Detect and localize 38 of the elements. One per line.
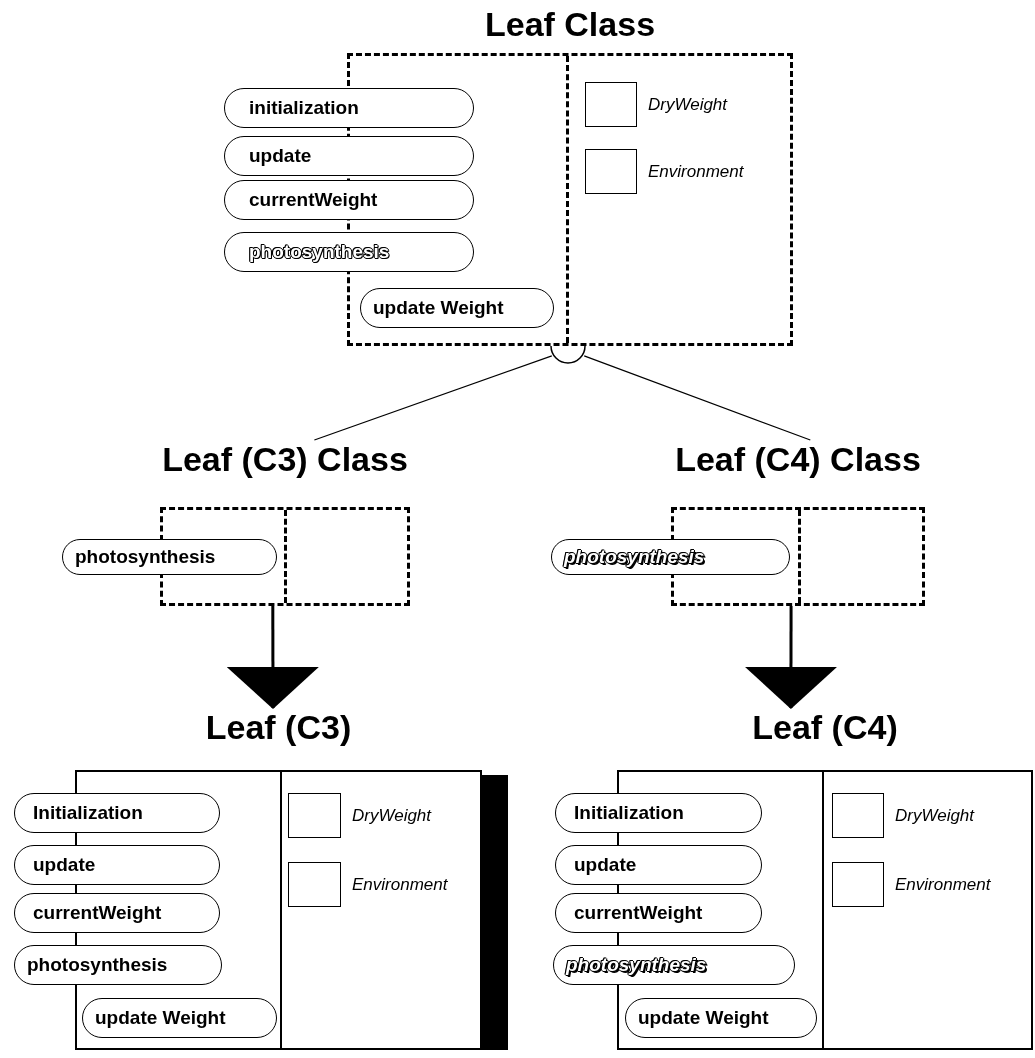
method-pill: photosynthesis <box>224 232 474 272</box>
attribute-box <box>832 793 884 838</box>
attribute-label: Environment <box>895 874 991 895</box>
method-pill: currentWeight <box>14 893 220 933</box>
attribute-label: Environment <box>648 161 744 182</box>
method-pill: initialization <box>224 88 474 128</box>
method-pill: update <box>14 845 220 885</box>
method-pill: photosynthesis <box>553 945 795 985</box>
method-pill: update Weight <box>625 998 817 1038</box>
arrow <box>744 606 837 709</box>
method-pill: Initialization <box>555 793 762 833</box>
class-title: Leaf (C3) Class <box>161 440 409 479</box>
attribute-box <box>585 149 637 194</box>
connector-line <box>583 355 811 441</box>
class-title: Leaf (C4) <box>751 708 899 747</box>
attribute-label: Environment <box>352 874 448 895</box>
attribute-box <box>288 793 341 838</box>
class-title: Leaf Class <box>483 5 657 44</box>
class-title: Leaf (C3) <box>204 708 353 747</box>
method-pill: currentWeight <box>224 180 474 220</box>
method-pill: photosynthesis <box>14 945 222 985</box>
attribute-label: DryWeight <box>895 805 975 826</box>
arrow <box>226 606 319 709</box>
method-pill: Initialization <box>14 793 220 833</box>
method-pill: photosynthesis <box>551 539 790 575</box>
method-pill: update <box>555 845 762 885</box>
class-title: Leaf (C4) Class <box>674 440 922 479</box>
method-pill: update Weight <box>82 998 277 1038</box>
attribute-box <box>832 862 884 907</box>
attribute-box <box>585 82 637 127</box>
method-pill: photosynthesis <box>62 539 277 575</box>
method-pill: currentWeight <box>555 893 762 933</box>
connector-line <box>313 355 553 441</box>
method-pill: update Weight <box>360 288 554 328</box>
attribute-box <box>288 862 341 907</box>
attribute-label: DryWeight <box>648 94 728 115</box>
attribute-label: DryWeight <box>352 805 432 826</box>
method-pill: update <box>224 136 474 176</box>
